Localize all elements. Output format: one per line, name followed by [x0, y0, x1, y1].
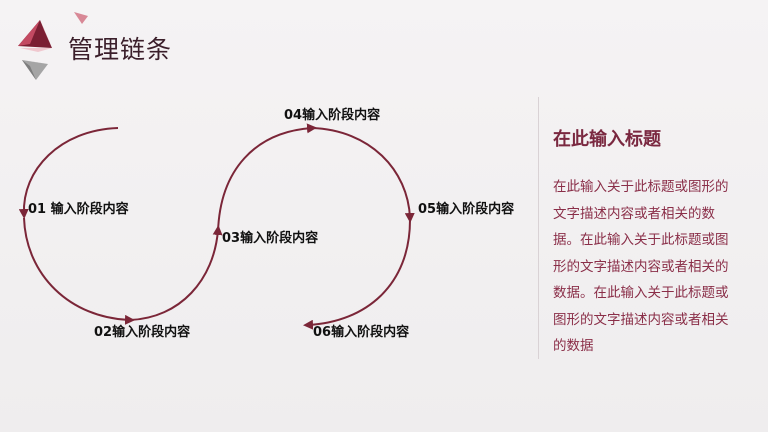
stage-02-label: 02输入阶段内容	[94, 325, 191, 340]
side-panel-body: 在此输入关于此标题或图形的文字描述内容或者相关的数据。在此输入关于此标题或图形的…	[553, 179, 729, 354]
page-title: 管理链条	[68, 35, 173, 64]
arc-to-stage-06	[303, 219, 411, 330]
logo-triangles-icon	[18, 12, 88, 80]
arc-to-stage-03	[129, 225, 223, 321]
stage-03-label: 03输入阶段内容	[222, 231, 319, 246]
stage-04-label: 04输入阶段内容	[284, 108, 381, 123]
arc-to-stage-05	[311, 127, 415, 223]
vertical-divider	[538, 97, 539, 359]
stage-05-label: 05输入阶段内容	[418, 202, 515, 217]
arc-to-stage-02	[23, 217, 135, 325]
management-chain-diagram	[18, 123, 415, 330]
stage-01-label: 01 输入阶段内容	[28, 202, 129, 217]
stage-06-label: 06输入阶段内容	[313, 325, 410, 340]
side-panel-title: 在此输入标题	[553, 129, 661, 150]
arc-to-stage-01	[18, 127, 119, 219]
arc-to-stage-04	[217, 123, 317, 233]
